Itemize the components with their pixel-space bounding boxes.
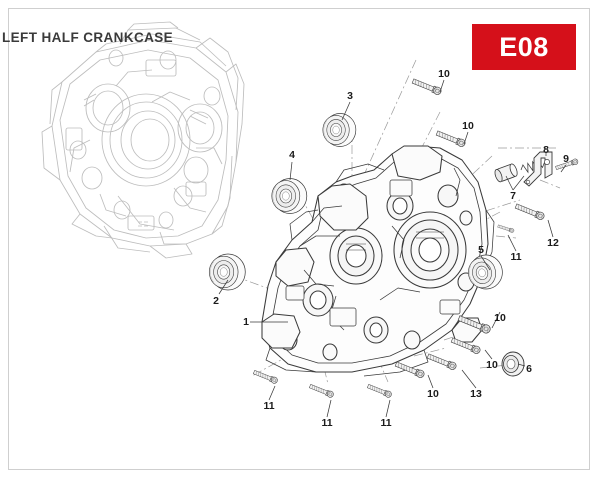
callout-number-10-bolt: 10 xyxy=(427,388,439,400)
callout-number-10-bolt: 10 xyxy=(494,312,506,324)
section-code-badge: E08 xyxy=(472,24,576,70)
callout-number-4-bearing: 4 xyxy=(289,149,295,161)
ghost-crankcase-illustration xyxy=(41,21,245,259)
part-bearing-3 xyxy=(322,113,357,147)
part-bolt-12 xyxy=(514,202,546,222)
part-bolt-11-c xyxy=(308,382,335,399)
callout-number-11-bolt: 11 xyxy=(321,417,333,429)
callout-number-5-bearing: 5 xyxy=(478,244,484,256)
callout-number-10-bolt: 10 xyxy=(462,120,474,132)
callout-number-13-bolt: 13 xyxy=(470,388,482,400)
callout-number-8-bracket: 8 xyxy=(543,144,549,156)
part-bearing-2 xyxy=(208,253,246,291)
part-bracket-8 xyxy=(523,151,553,187)
part-washer-6 xyxy=(501,351,525,377)
callout-number-6-washer: 6 xyxy=(526,363,532,375)
callout-number-2-bearing: 2 xyxy=(213,295,219,307)
part-bolt-10-b xyxy=(435,129,467,149)
page-title: LEFT HALF CRANKCASE xyxy=(2,30,174,45)
section-code-label: E08 xyxy=(499,31,549,62)
callout-number-10-bolt: 10 xyxy=(486,359,498,371)
part-collar-spring-7 xyxy=(494,157,547,191)
callout-number-10-bolt: 10 xyxy=(438,68,450,80)
part-bolt-11-a xyxy=(497,223,515,234)
left-half-crankcase-part xyxy=(261,145,495,377)
callout-leader-lines xyxy=(218,79,567,418)
callout-number-11-bolt: 11 xyxy=(380,417,392,429)
part-bolt-11-b xyxy=(252,368,279,385)
part-bolt-11-d xyxy=(366,382,393,399)
callout-number-1-left-half-crankcase: 1 xyxy=(243,316,249,328)
part-bolt-13 xyxy=(426,352,458,372)
callout-number-7-collar-and-spring: 7 xyxy=(510,190,516,202)
part-bolt-10-a xyxy=(411,77,443,97)
part-bearing-4 xyxy=(271,178,308,214)
callout-number-11-bolt: 11 xyxy=(263,400,275,412)
callout-number-11-bolt: 11 xyxy=(510,251,522,263)
callout-number-9-bolt: 9 xyxy=(563,153,569,165)
part-bolt-10-e xyxy=(394,360,426,380)
callout-number-3-bearing: 3 xyxy=(347,90,353,102)
callout-number-12-bolt: 12 xyxy=(547,237,559,249)
